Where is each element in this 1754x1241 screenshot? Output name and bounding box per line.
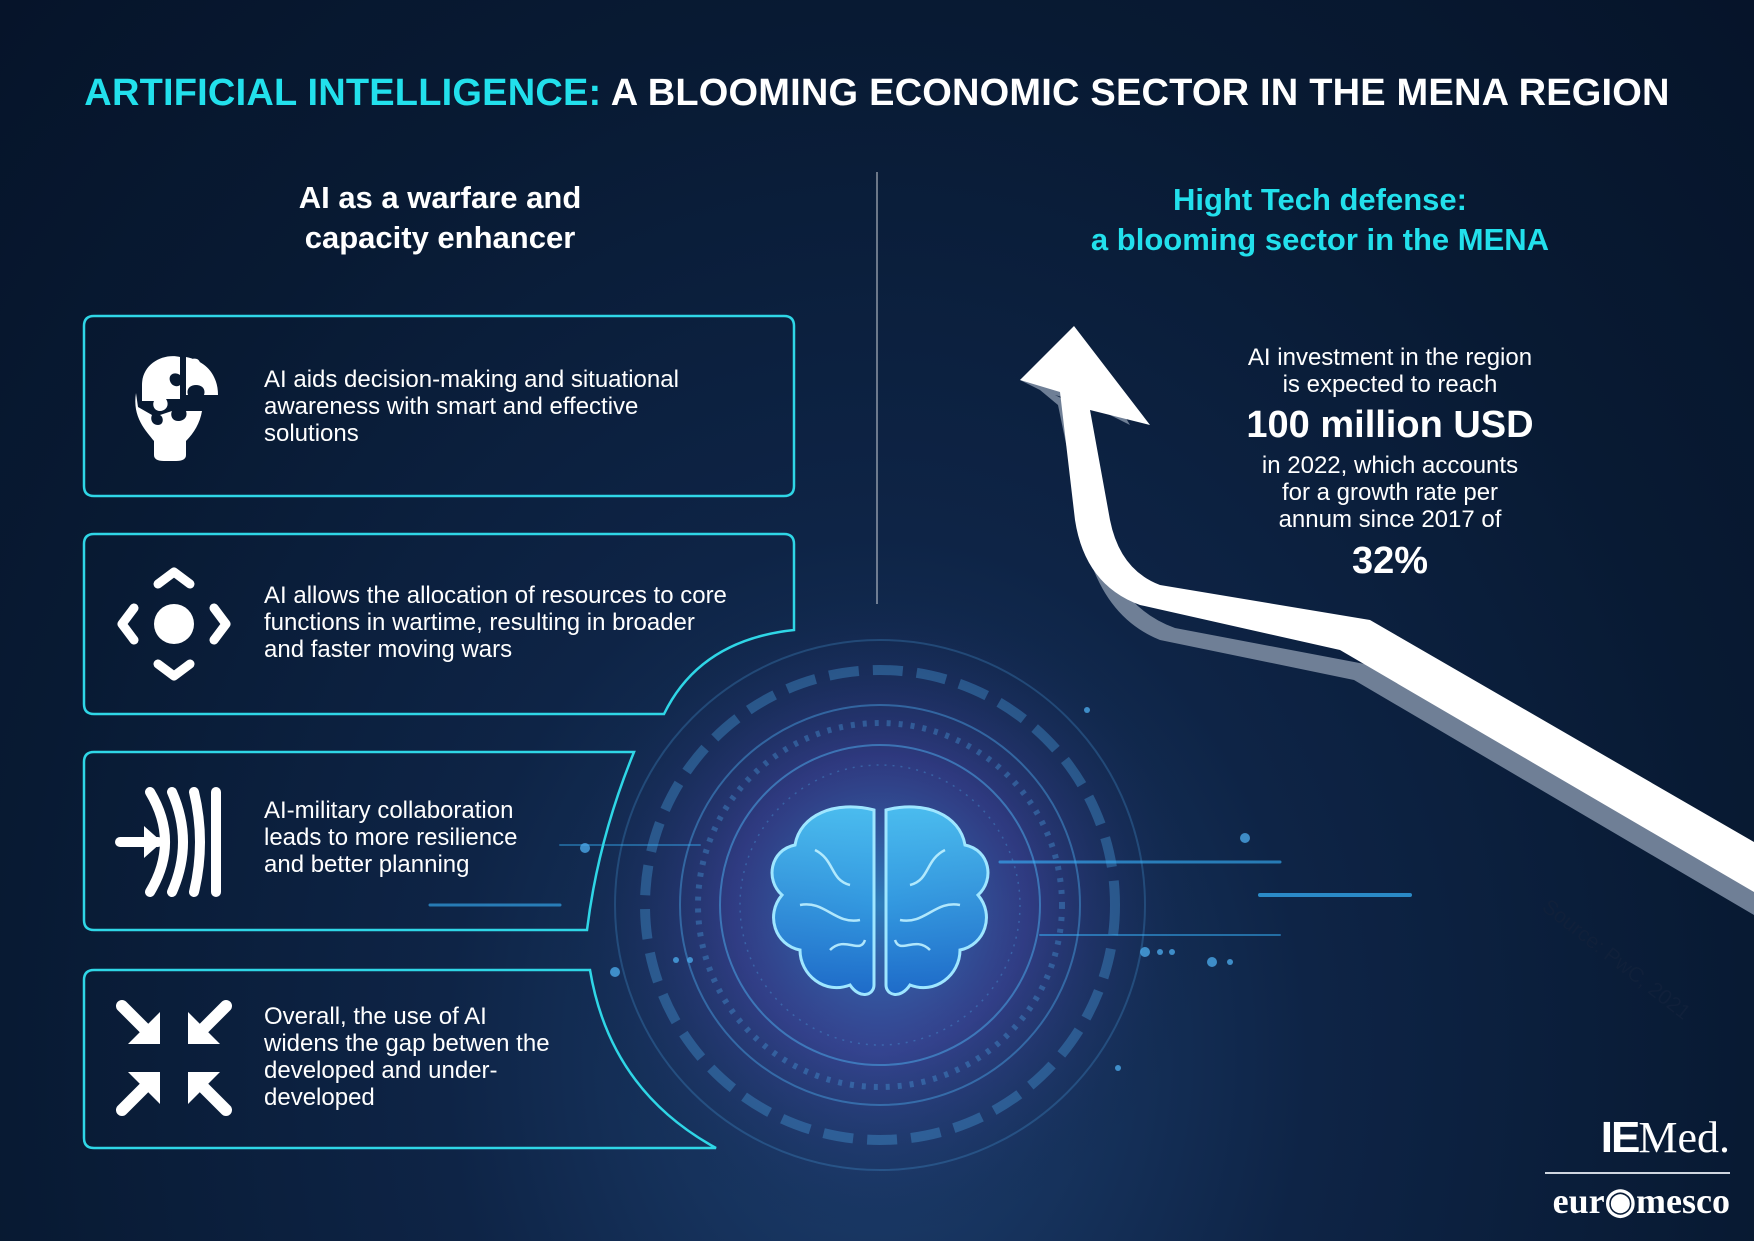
puzzle-bulb-icon (135, 356, 218, 461)
iemed-logo: IEMed. (1530, 1112, 1730, 1163)
left-heading-line2: capacity enhancer (304, 220, 576, 255)
card-1-line: AI aids decision-making and situational (264, 366, 679, 393)
left-heading-line1: AI as a warfare and (298, 180, 582, 215)
growth-arrow (1020, 326, 1754, 915)
title-rest: A BLOOMING ECONOMIC SECTOR IN THE MENA R… (610, 72, 1670, 114)
card-panels (82, 314, 796, 1150)
light-streaks (428, 844, 1412, 936)
brain-icon (770, 805, 990, 996)
card-1-text: AI aids decision-making and situational … (264, 366, 679, 447)
left-heading: AI as a warfare and capacity enhancer (160, 178, 720, 258)
stat-line3: in 2022, which accounts (1261, 452, 1519, 479)
investment-stat: AI investment in the region is expected … (1200, 344, 1580, 585)
euromesco-logo-b: mesco (1636, 1181, 1730, 1221)
card-3-line: leads to more resilience (264, 824, 518, 851)
page-title: ARTIFICIAL INTELLIGENCE: A BLOOMING ECON… (0, 72, 1754, 115)
card-1-line: solutions (264, 420, 359, 447)
card-3-line: AI-military collaboration (264, 797, 514, 824)
logo-divider (1545, 1172, 1730, 1174)
card-2-line: AI allows the allocation of resources to… (264, 582, 727, 609)
euromesco-globe-icon: ◉ (1604, 1181, 1637, 1221)
arrow-barrier-icon (115, 787, 221, 897)
right-heading-line2: a blooming sector in the MENA (1090, 222, 1550, 257)
iemed-logo-rest: Med. (1638, 1113, 1730, 1162)
tech-rings (614, 639, 1146, 1171)
stat-rate: 32% (1351, 540, 1429, 582)
card-4-text: Overall, the use of AI widens the gap be… (264, 1003, 550, 1111)
stat-line4: for a growth rate per (1281, 479, 1499, 506)
column-divider (876, 172, 878, 604)
stat-line2: is expected to reach (1282, 371, 1498, 398)
card-3-line: and better planning (264, 851, 470, 878)
tech-circle-glow (550, 575, 1210, 1235)
card-2-line: functions in wartime, resulting in broad… (264, 609, 695, 636)
tech-dots (580, 707, 1250, 1071)
card-4-line: widens the gap betwen the (264, 1030, 550, 1057)
card-4-line: developed and under- (264, 1057, 498, 1084)
stat-amount: 100 million USD (1246, 404, 1534, 446)
arrows-circle-icon (117, 567, 231, 681)
card-3-text: AI-military collaboration leads to more … (264, 797, 517, 878)
stat-line1: AI investment in the region (1247, 344, 1533, 371)
card-2-text: AI allows the allocation of resources to… (264, 582, 727, 663)
right-heading-line1: Hight Tech defense: (1173, 182, 1467, 217)
card-4-line: developed (264, 1084, 375, 1111)
right-heading: Hight Tech defense: a blooming sector in… (1000, 180, 1640, 260)
title-highlight: ARTIFICIAL INTELLIGENCE: (84, 72, 602, 114)
card-2-line: and faster moving wars (264, 636, 513, 663)
iemed-logo-bold: IE (1600, 1113, 1641, 1162)
card-4-line: Overall, the use of AI (264, 1003, 487, 1030)
arrows-inward-icon (116, 1000, 232, 1116)
euromesco-logo-a: eur (1552, 1181, 1605, 1221)
euromesco-logo: eur◉mesco (1530, 1180, 1730, 1222)
stat-line5: annum since 2017 of (1278, 506, 1502, 533)
card-1-line: awareness with smart and effective (264, 393, 639, 420)
